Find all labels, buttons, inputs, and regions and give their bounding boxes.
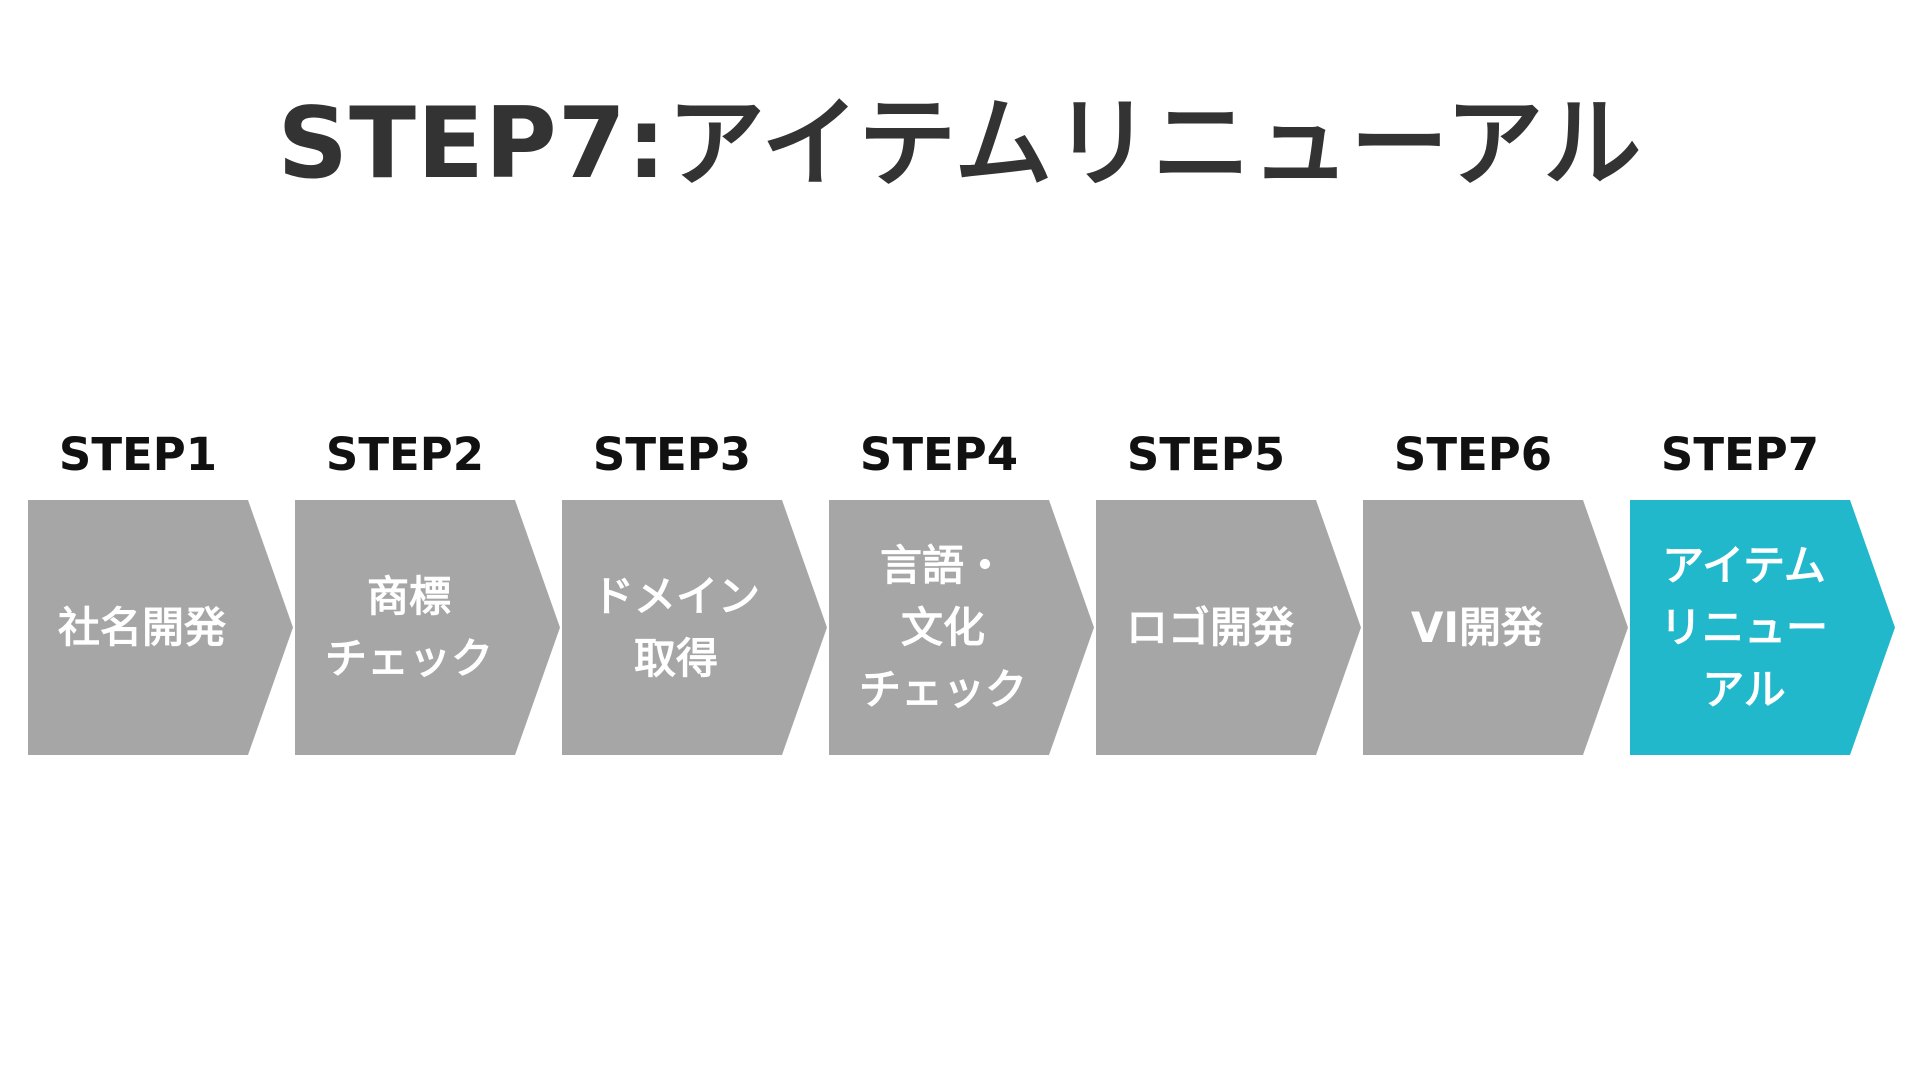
step-text-line: チェック xyxy=(324,633,493,683)
step-text: VI開発 xyxy=(1363,500,1591,755)
step-5: STEP5 ロゴ開発 xyxy=(1096,432,1361,762)
step-2: STEP2 商標 チェック xyxy=(295,432,560,762)
step-text: 商標 チェック xyxy=(295,500,523,755)
chevron-shape xyxy=(562,500,827,755)
step-label: STEP6 xyxy=(1393,428,1553,481)
step-text-line: 商標 xyxy=(366,571,451,621)
step-chevron-active: アイテム リニュー アル xyxy=(1630,500,1895,755)
step-label: STEP7 xyxy=(1660,428,1820,481)
chevron-fill xyxy=(1363,500,1628,755)
chevron-fill xyxy=(562,500,827,755)
step-chevron: 社名開発 xyxy=(28,500,293,755)
step-text-line: アル xyxy=(1702,664,1786,714)
step-1: STEP1 社名開発 xyxy=(28,432,293,762)
chevron-shape xyxy=(1096,500,1361,755)
step-label: STEP3 xyxy=(592,428,752,481)
step-text-line: VI開発 xyxy=(1410,602,1544,652)
page-title: STEP7:アイテムリニューアル xyxy=(277,87,1643,201)
step-text-line: ドメイン xyxy=(591,571,760,621)
step-6: STEP6 VI開発 xyxy=(1363,432,1628,762)
step-text-line: 社名開発 xyxy=(57,602,226,652)
step-chevron: ロゴ開発 xyxy=(1096,500,1361,755)
step-text: 言語・ 文化 チェック xyxy=(829,500,1057,755)
chevron-fill xyxy=(28,500,293,755)
chevron-fill xyxy=(829,500,1094,755)
step-label: STEP5 xyxy=(1126,428,1286,481)
chevron-shape xyxy=(295,500,560,755)
step-text-line: ロゴ開発 xyxy=(1125,602,1294,652)
step-label: STEP4 xyxy=(859,428,1019,481)
step-label: STEP2 xyxy=(325,428,485,481)
step-text: 社名開発 xyxy=(28,500,256,755)
step-flow: STEP1 社名開発 STEP2 商標 チェック STEP3 ドメイン xyxy=(0,432,1920,762)
chevron-fill xyxy=(1096,500,1361,755)
step-text-line: 取得 xyxy=(633,633,718,683)
step-text-line: チェック xyxy=(858,664,1027,714)
step-chevron: 商標 チェック xyxy=(295,500,560,755)
chevron-shape xyxy=(28,500,293,755)
step-text: アイテム リニュー アル xyxy=(1630,500,1858,755)
step-4: STEP4 言語・ 文化 チェック xyxy=(829,432,1094,762)
step-3: STEP3 ドメイン 取得 xyxy=(562,432,827,762)
chevron-shape xyxy=(1363,500,1628,755)
chevron-shape xyxy=(829,500,1094,755)
step-text: ロゴ開発 xyxy=(1096,500,1324,755)
step-text-line: リニュー xyxy=(1659,602,1828,652)
step-7: STEP7 アイテム リニュー アル xyxy=(1630,432,1895,762)
step-chevron: ドメイン 取得 xyxy=(562,500,827,755)
chevron-fill xyxy=(295,500,560,755)
step-text: ドメイン 取得 xyxy=(562,500,790,755)
step-text-line: アイテム xyxy=(1662,540,1826,590)
step-chevron: VI開発 xyxy=(1363,500,1628,755)
step-label: STEP1 xyxy=(58,428,218,481)
step-chevron: 言語・ 文化 チェック xyxy=(829,500,1094,755)
step-text-line: 文化 xyxy=(900,602,985,652)
chevron-shape xyxy=(1630,500,1895,755)
chevron-fill-active xyxy=(1630,500,1895,755)
step-text-line: 言語・ xyxy=(879,540,1006,590)
